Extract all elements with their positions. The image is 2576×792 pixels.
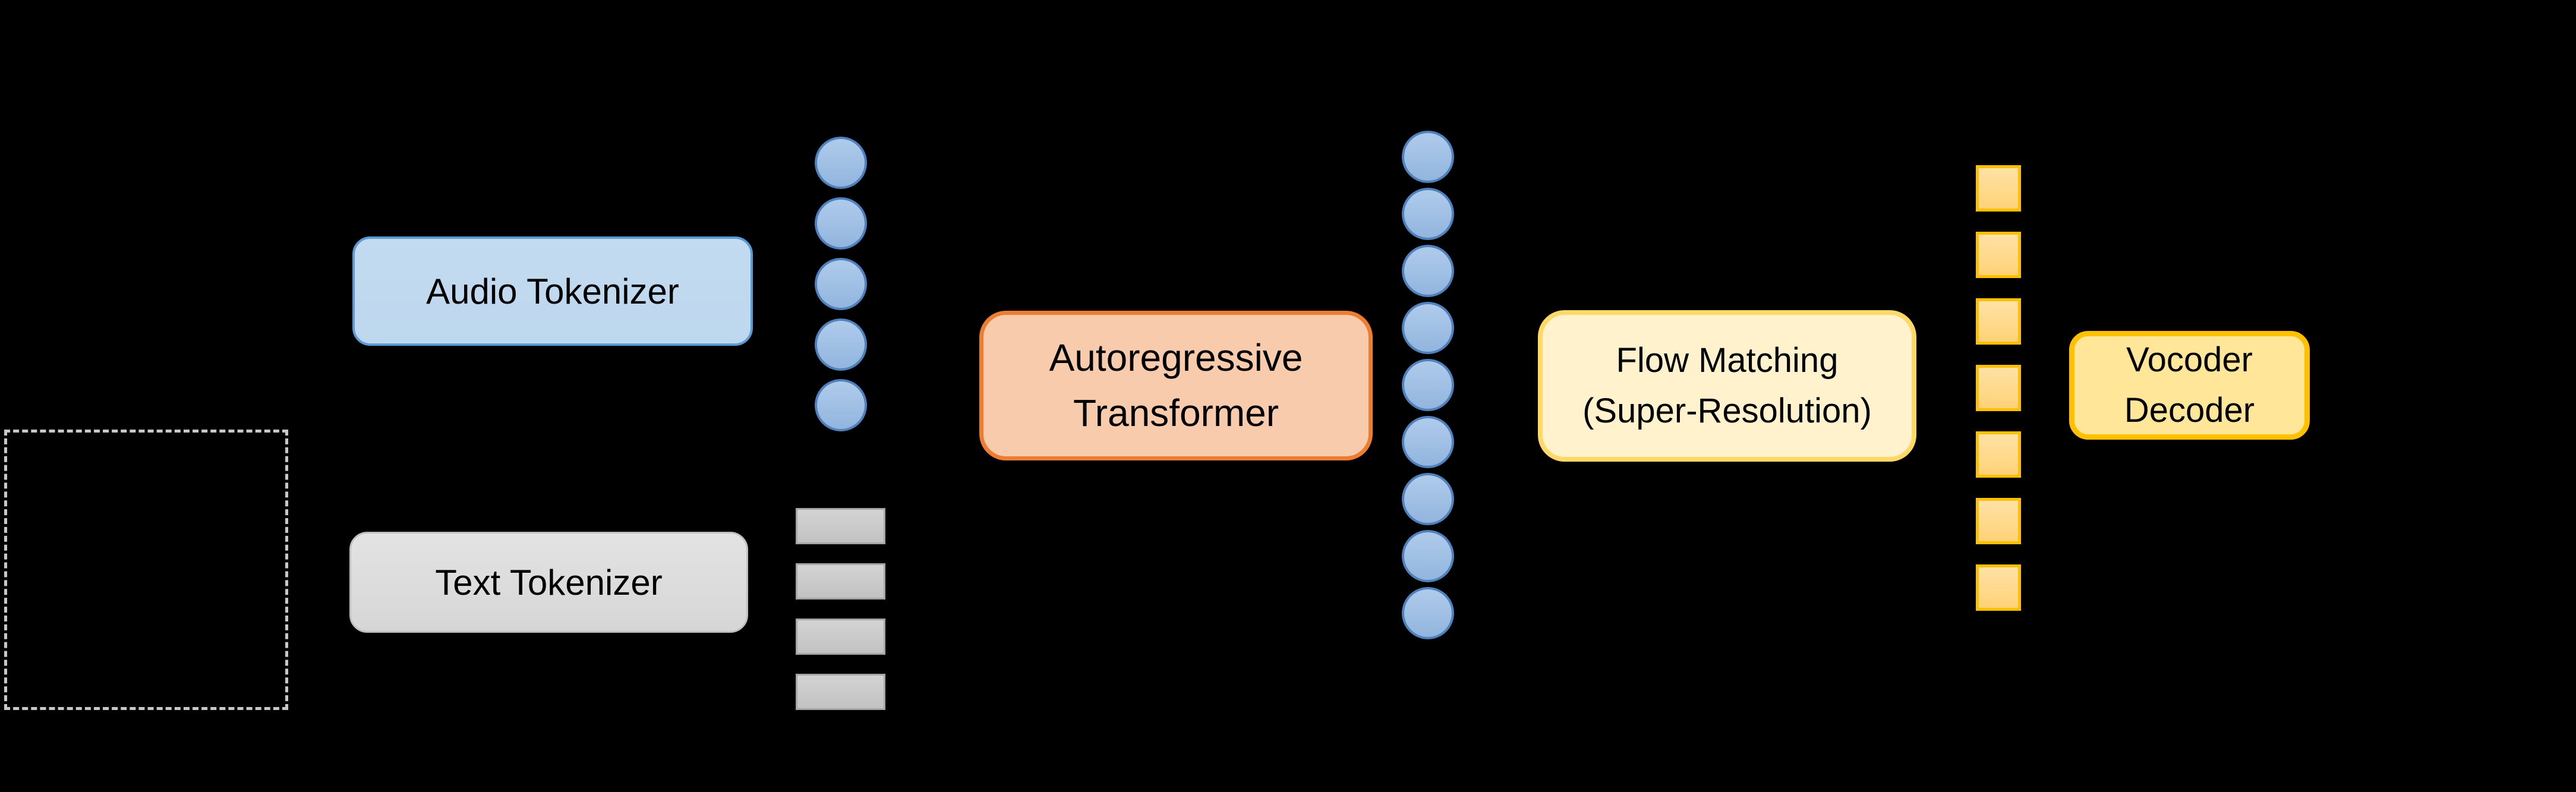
generated-audio-token-circle: [1402, 131, 1454, 183]
text-tokenizer-node: Text Tokenizer: [349, 532, 748, 633]
upsampled-token-square: [1976, 431, 2021, 478]
upsampled-token-square: [1976, 165, 2021, 212]
autoregressive-transformer-node: Autoregressive Transformer: [979, 311, 1373, 460]
vocoder-decoder-node: Vocoder Decoder: [2069, 331, 2310, 440]
text-token-bar: [796, 674, 885, 710]
audio-tokenizer-label: Audio Tokenizer: [426, 271, 679, 311]
vocoder-decoder-label: Vocoder Decoder: [2124, 340, 2255, 430]
text-tokenizer-label: Text Tokenizer: [435, 562, 663, 602]
upsampled-token-column: [1976, 165, 2021, 611]
generated-audio-token-circle: [1402, 473, 1454, 525]
upsampled-token-square: [1976, 498, 2021, 544]
audio-token-circle: [815, 318, 867, 371]
generated-audio-token-circle: [1402, 530, 1454, 582]
generated-audio-token-circle: [1402, 188, 1454, 240]
upsampled-token-square: [1976, 232, 2021, 278]
generated-audio-token-circle: [1402, 416, 1454, 468]
flow-matching-node: Flow Matching (Super-Resolution): [1538, 310, 1916, 462]
text-token-column: [796, 508, 885, 710]
text-token-bar: [796, 619, 885, 655]
text-token-bar: [796, 563, 885, 599]
audio-token-circle: [815, 258, 867, 310]
upsampled-token-square: [1976, 365, 2021, 411]
autoregressive-transformer-label: Autoregressive Transformer: [1049, 336, 1303, 434]
audio-token-circle: [815, 137, 867, 189]
audio-tokenizer-node: Audio Tokenizer: [352, 236, 753, 346]
upsampled-token-square: [1976, 564, 2021, 611]
generated-audio-token-circle: [1402, 302, 1454, 354]
audio-token-column: [815, 137, 867, 431]
generated-token-column: [1402, 131, 1454, 639]
audio-token-circle: [815, 379, 867, 431]
generated-audio-token-circle: [1402, 587, 1454, 639]
input-placeholder-box: [4, 430, 288, 710]
flow-matching-label: Flow Matching (Super-Resolution): [1582, 341, 1872, 430]
generated-audio-token-circle: [1402, 359, 1454, 411]
audio-token-circle: [815, 197, 867, 250]
text-token-bar: [796, 508, 885, 544]
generated-audio-token-circle: [1402, 245, 1454, 297]
upsampled-token-square: [1976, 298, 2021, 345]
